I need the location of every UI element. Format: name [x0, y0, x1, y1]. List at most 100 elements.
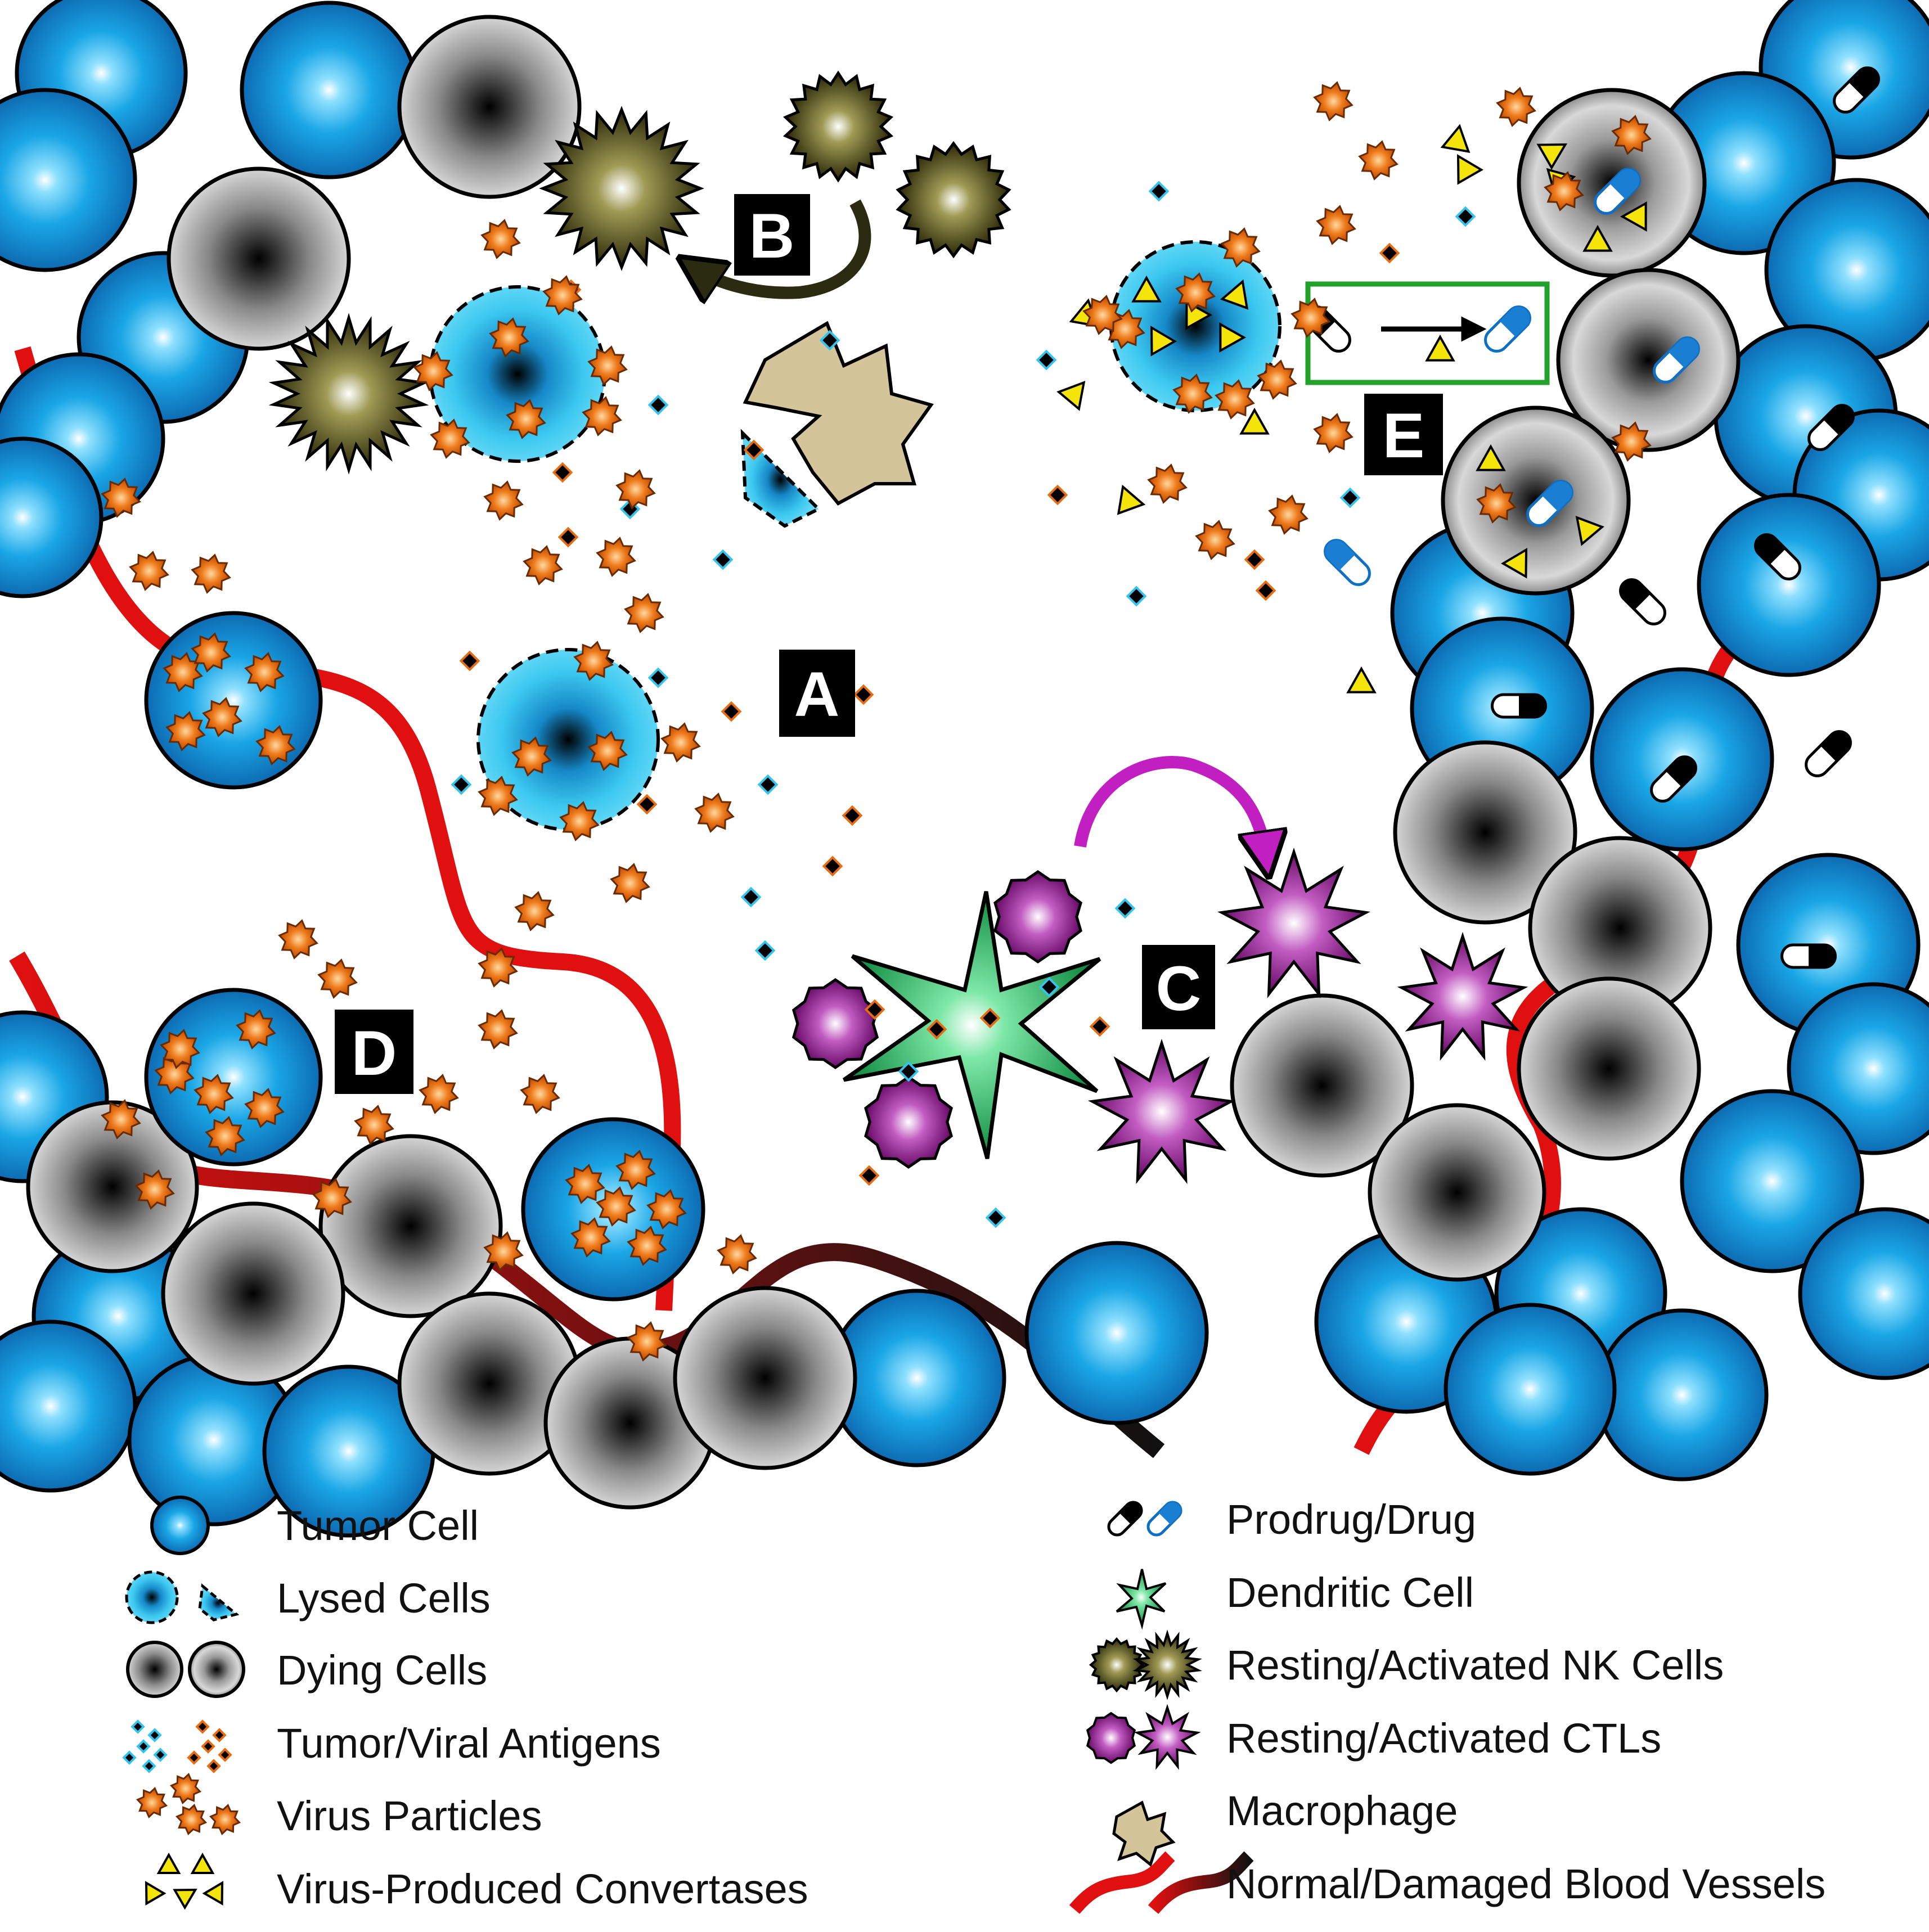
infected-tumor-cell	[144, 611, 323, 790]
legend-label-nk-cells: Resting/Activated NK Cells	[1226, 1642, 1724, 1688]
viral-antigen	[195, 1719, 210, 1734]
panel-label-e-text: E	[1383, 400, 1425, 471]
dying-cell	[167, 166, 351, 351]
tumor-antigen	[712, 549, 734, 570]
legend-label-dying-cells: Dying Cells	[277, 1647, 488, 1694]
viral-antigen	[979, 1007, 1001, 1029]
tumor-antigen	[142, 1759, 156, 1773]
dying-cell	[1230, 993, 1414, 1178]
tumor-antigen	[648, 667, 669, 688]
convertase	[1150, 325, 1177, 357]
panel-label-b-text: B	[749, 201, 795, 271]
tumor-antigen	[122, 1750, 137, 1765]
viral-antigen	[1255, 580, 1276, 601]
tumor-cells	[0, 0, 1929, 1538]
antigens	[451, 181, 1476, 1228]
virus-particle	[1291, 298, 1331, 338]
tumor-antigen	[1126, 586, 1147, 607]
convertase	[1117, 484, 1146, 515]
tumor-cell	[1444, 1303, 1617, 1476]
viral-antigen	[552, 462, 573, 483]
panel-label-c: C	[1142, 945, 1215, 1029]
virus-particle	[430, 418, 470, 459]
virus-particle	[317, 958, 358, 999]
tumor-antigen	[1455, 206, 1476, 227]
nk-cells-icon	[1089, 1629, 1202, 1700]
virus-particle	[160, 1029, 200, 1069]
virus-particle	[175, 1803, 208, 1836]
prodrug-pill	[1107, 1501, 1143, 1537]
drug-pill	[1653, 336, 1700, 384]
virus-particle	[244, 652, 285, 692]
tumor-cell	[240, 1, 419, 179]
tumor-cell	[1595, 1308, 1769, 1481]
prodrug-pill	[1833, 66, 1880, 114]
viral-antigen	[721, 701, 742, 722]
panel-label-d: D	[335, 1010, 413, 1094]
panel-label-a: A	[779, 650, 855, 737]
tumor-cell-icon	[150, 1496, 210, 1555]
tumor-antigen	[1114, 898, 1136, 919]
virus-particle	[202, 697, 242, 737]
virus-particle	[573, 641, 614, 681]
virus-particle	[627, 1321, 667, 1362]
viral-antigen	[1244, 549, 1265, 570]
tumor-cell	[1024, 1241, 1209, 1425]
convertase	[1500, 547, 1528, 579]
prodrug-pill	[1807, 404, 1855, 451]
virus-particle	[101, 1099, 141, 1140]
convertase	[1239, 407, 1270, 435]
virus-particle	[1313, 413, 1354, 453]
legend-label-antigens: Tumor/Viral Antigens	[277, 1720, 661, 1767]
virus-particle	[354, 1105, 394, 1145]
virus-particle	[483, 1231, 524, 1272]
convertase	[1456, 154, 1484, 185]
legend-label-blood-vessels: Normal/Damaged Blood Vessels	[1226, 1861, 1826, 1907]
drug-pill	[1594, 168, 1641, 215]
legend-label-ctls: Resting/Activated CTLs	[1226, 1715, 1662, 1762]
virus-particle	[255, 725, 296, 765]
nk-activation-arrow	[698, 199, 871, 293]
virus-particle	[1313, 81, 1354, 121]
virus-particle	[419, 1074, 459, 1114]
virus-particle	[1172, 373, 1213, 414]
convertase	[1056, 380, 1086, 411]
legend-icons	[122, 1496, 1254, 1914]
tumor-antigen	[898, 1061, 919, 1082]
virus-particle	[1358, 140, 1399, 181]
viral-antigen	[853, 684, 874, 705]
virus-particle	[129, 551, 169, 591]
legend-label-prodrug-drug: Prodrug/Drug	[1226, 1496, 1477, 1543]
panel-label-b: B	[734, 194, 810, 276]
infected-tumor-cell	[144, 988, 323, 1167]
virus-particle	[1220, 227, 1261, 268]
tumor-antigen	[985, 1207, 1006, 1228]
virus-particle	[1215, 379, 1255, 420]
virus-particle	[480, 219, 521, 259]
virus-particle	[205, 1116, 245, 1156]
virus-particle	[163, 652, 203, 692]
tumor-antigen	[1036, 349, 1057, 371]
tumor-antigen	[740, 886, 762, 908]
virus-particle	[1316, 205, 1356, 245]
viral-antigen	[636, 794, 658, 815]
virus-particle	[478, 1009, 518, 1050]
virus-particle	[660, 722, 701, 763]
virus-particle	[1147, 463, 1188, 504]
viral-antigen	[201, 1739, 215, 1754]
viral-antigen	[858, 1165, 880, 1186]
virus-particle	[1175, 272, 1216, 313]
viral-antigen	[822, 855, 843, 877]
virus-particle	[542, 275, 583, 316]
virus-particle	[559, 801, 600, 841]
legend-label-convertases: Virus-Produced Convertases	[277, 1866, 808, 1912]
virus-particle	[582, 396, 622, 436]
lysed-cell-fragment	[740, 429, 822, 528]
normal-blood-vessel-left	[14, 346, 681, 1311]
prodrug-pill	[1754, 533, 1801, 580]
dendritic-cell-icon	[1116, 1569, 1167, 1630]
viral-antigen	[212, 1728, 227, 1742]
virus-particle	[1257, 359, 1297, 400]
virus-particle	[236, 1009, 276, 1050]
virus-particle	[1496, 87, 1536, 127]
